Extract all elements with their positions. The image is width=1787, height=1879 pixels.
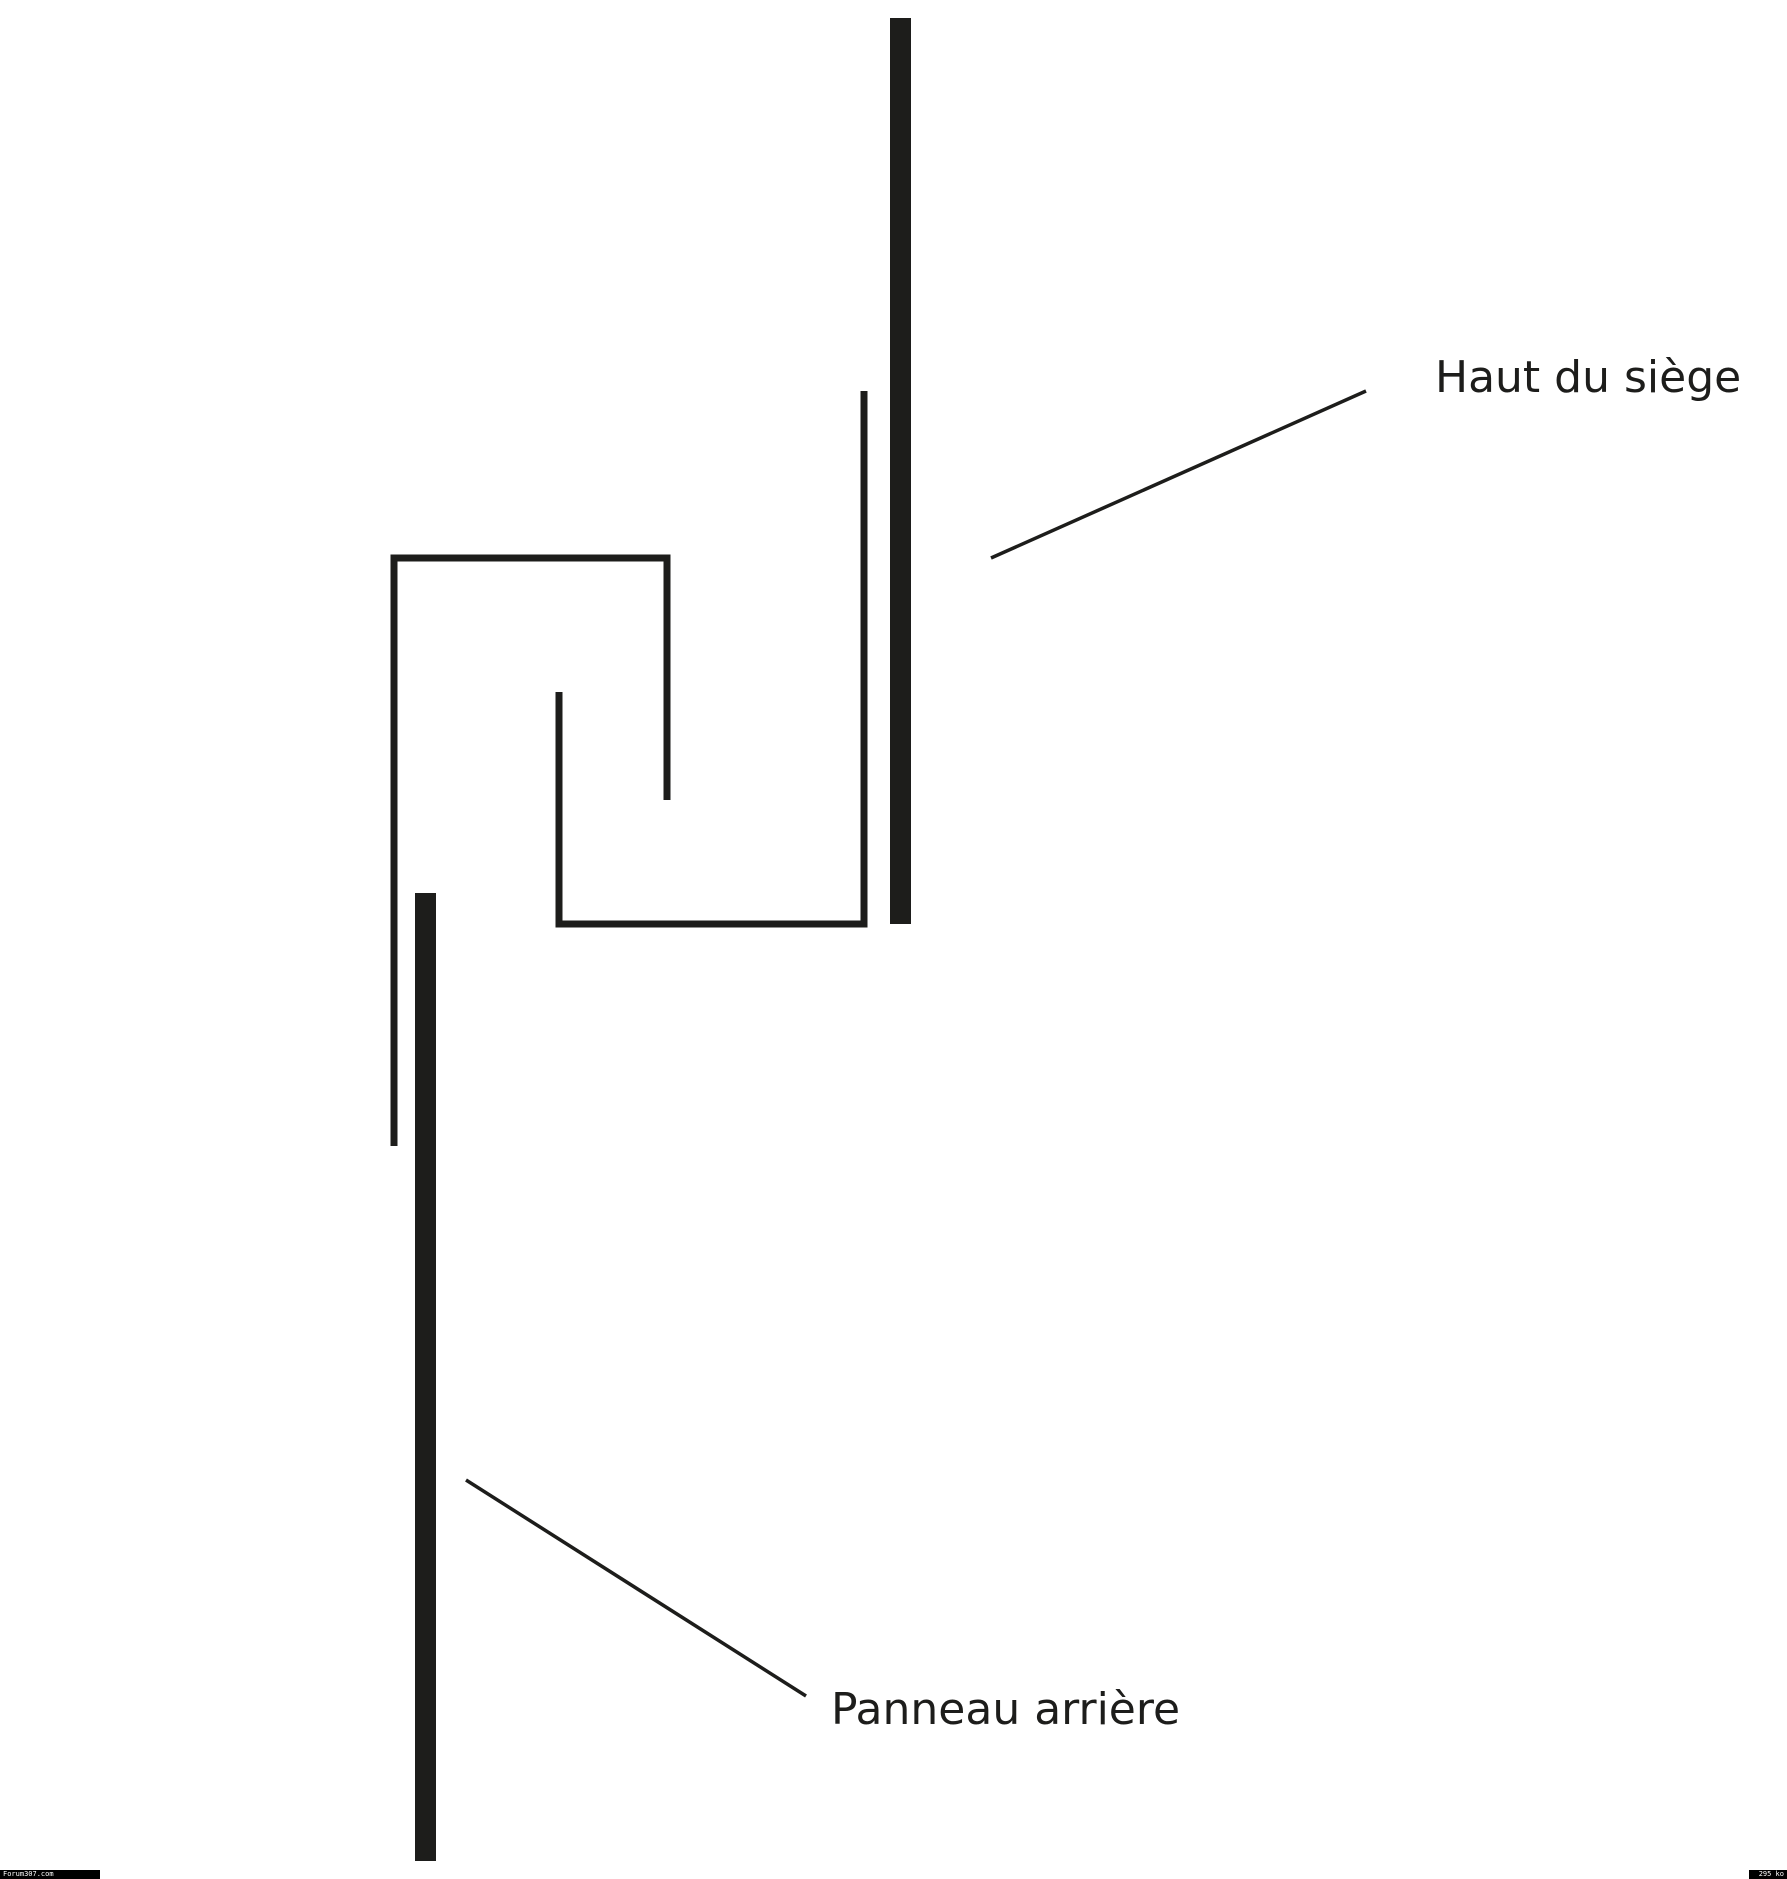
rear-panel [415,893,436,1861]
seat-top-label: Haut du siège [1435,352,1742,403]
seat-top-panel [890,18,911,924]
leader-line-top [990,389,1367,560]
leader-line-bottom [465,1478,807,1698]
upper-hook-profile [555,391,868,928]
watermark-size: 295 ko [1749,1870,1787,1879]
lower-hook-profile [390,554,671,1146]
watermark-site: Forum307.com [0,1870,100,1879]
rear-panel-label: Panneau arrière [831,1684,1181,1735]
